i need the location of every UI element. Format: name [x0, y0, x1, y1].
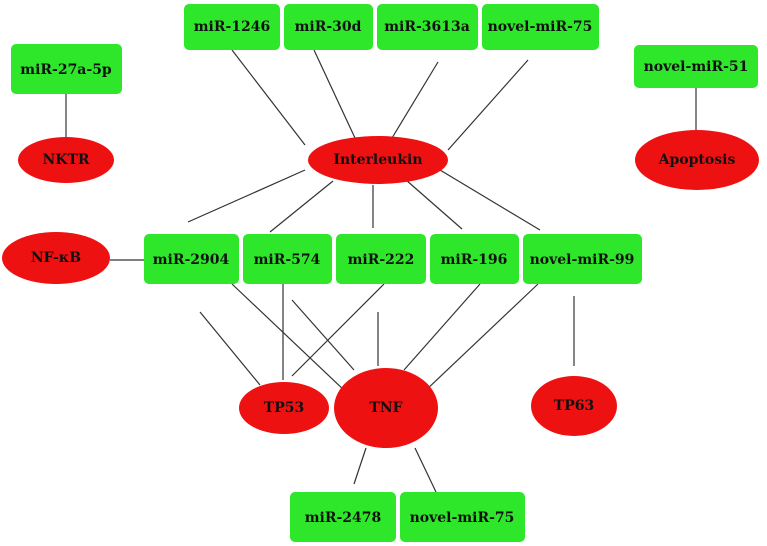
node-label: miR-27a-5p [20, 62, 112, 78]
node-label: TP63 [554, 398, 594, 414]
node-novel-mir-75-top[interactable]: novel-miR-75 [482, 4, 599, 50]
edge-novel-mir-75-top-interleukin [447, 59, 529, 151]
node-label: miR-3613a [384, 19, 470, 35]
mirna-nodes-layer: miR-1246 miR-30d miR-3613a novel-miR-75 … [11, 4, 758, 542]
node-mir-574[interactable]: miR-574 [243, 234, 332, 284]
edge-mir-1246-interleukin [231, 49, 306, 146]
node-interleukin[interactable]: Interleukin [308, 136, 448, 184]
node-novel-mir-75-bottom[interactable]: novel-miR-75 [400, 492, 525, 542]
node-tp53[interactable]: TP53 [239, 382, 329, 434]
edge-mir-3613a-interleukin [391, 61, 439, 139]
node-label: novel-miR-51 [644, 59, 749, 75]
node-tnf[interactable]: TNF [334, 368, 438, 448]
node-label: NF-κB [31, 250, 81, 266]
edge-tnf-mir-2478 [353, 447, 367, 485]
node-mir-27a-5p[interactable]: miR-27a-5p [11, 44, 122, 94]
edges-layer [65, 49, 697, 493]
edge-mir-2904-tnf [231, 283, 347, 393]
node-label: novel-miR-99 [530, 252, 635, 268]
node-mir-2478[interactable]: miR-2478 [290, 492, 396, 542]
node-nf-kb[interactable]: NF-κB [2, 232, 110, 284]
node-label: novel-miR-75 [410, 510, 515, 526]
gene-nodes-layer: NKTR Interleukin Apoptosis NF-κB TP53 TN… [2, 130, 759, 448]
edge-mir-2904-tp53 [199, 311, 261, 386]
node-label: Apoptosis [658, 152, 736, 168]
node-label: miR-196 [441, 252, 508, 268]
edge-mir-574-tnf [291, 299, 355, 371]
node-novel-mir-51[interactable]: novel-miR-51 [634, 45, 758, 88]
node-nktr[interactable]: NKTR [18, 137, 114, 183]
edge-interleukin-mir-574 [269, 180, 334, 233]
node-label: Interleukin [333, 152, 422, 168]
edge-mir-30d-interleukin [313, 49, 356, 139]
edge-interleukin-mir-2904 [187, 169, 306, 223]
node-label: miR-574 [254, 252, 321, 268]
node-label: miR-2478 [305, 510, 382, 526]
edge-interleukin-novel-mir-99 [439, 169, 541, 231]
node-mir-222[interactable]: miR-222 [336, 234, 426, 284]
node-label: miR-1246 [194, 19, 271, 35]
node-novel-mir-99[interactable]: novel-miR-99 [523, 234, 642, 284]
edge-mir-222-tp53 [291, 283, 385, 377]
node-mir-2904[interactable]: miR-2904 [144, 234, 239, 284]
node-label: TNF [369, 400, 402, 416]
node-label: miR-222 [348, 252, 415, 268]
node-label: novel-miR-75 [488, 19, 593, 35]
node-apoptosis[interactable]: Apoptosis [635, 130, 759, 190]
node-label: TP53 [264, 400, 304, 416]
node-label: miR-2904 [153, 252, 230, 268]
node-label: miR-30d [295, 19, 362, 35]
node-mir-1246[interactable]: miR-1246 [184, 4, 280, 50]
node-label: NKTR [42, 152, 89, 168]
node-mir-30d[interactable]: miR-30d [284, 4, 373, 50]
node-mir-196[interactable]: miR-196 [430, 234, 519, 284]
node-tp63[interactable]: TP63 [531, 376, 617, 436]
edge-interleukin-mir-196 [405, 179, 463, 230]
edge-novel-mir-99-tnf [423, 283, 539, 393]
edge-mir-196-tnf [403, 283, 481, 371]
node-mir-3613a[interactable]: miR-3613a [377, 4, 478, 50]
edge-tnf-novel-mir-75-bottom [414, 447, 437, 493]
